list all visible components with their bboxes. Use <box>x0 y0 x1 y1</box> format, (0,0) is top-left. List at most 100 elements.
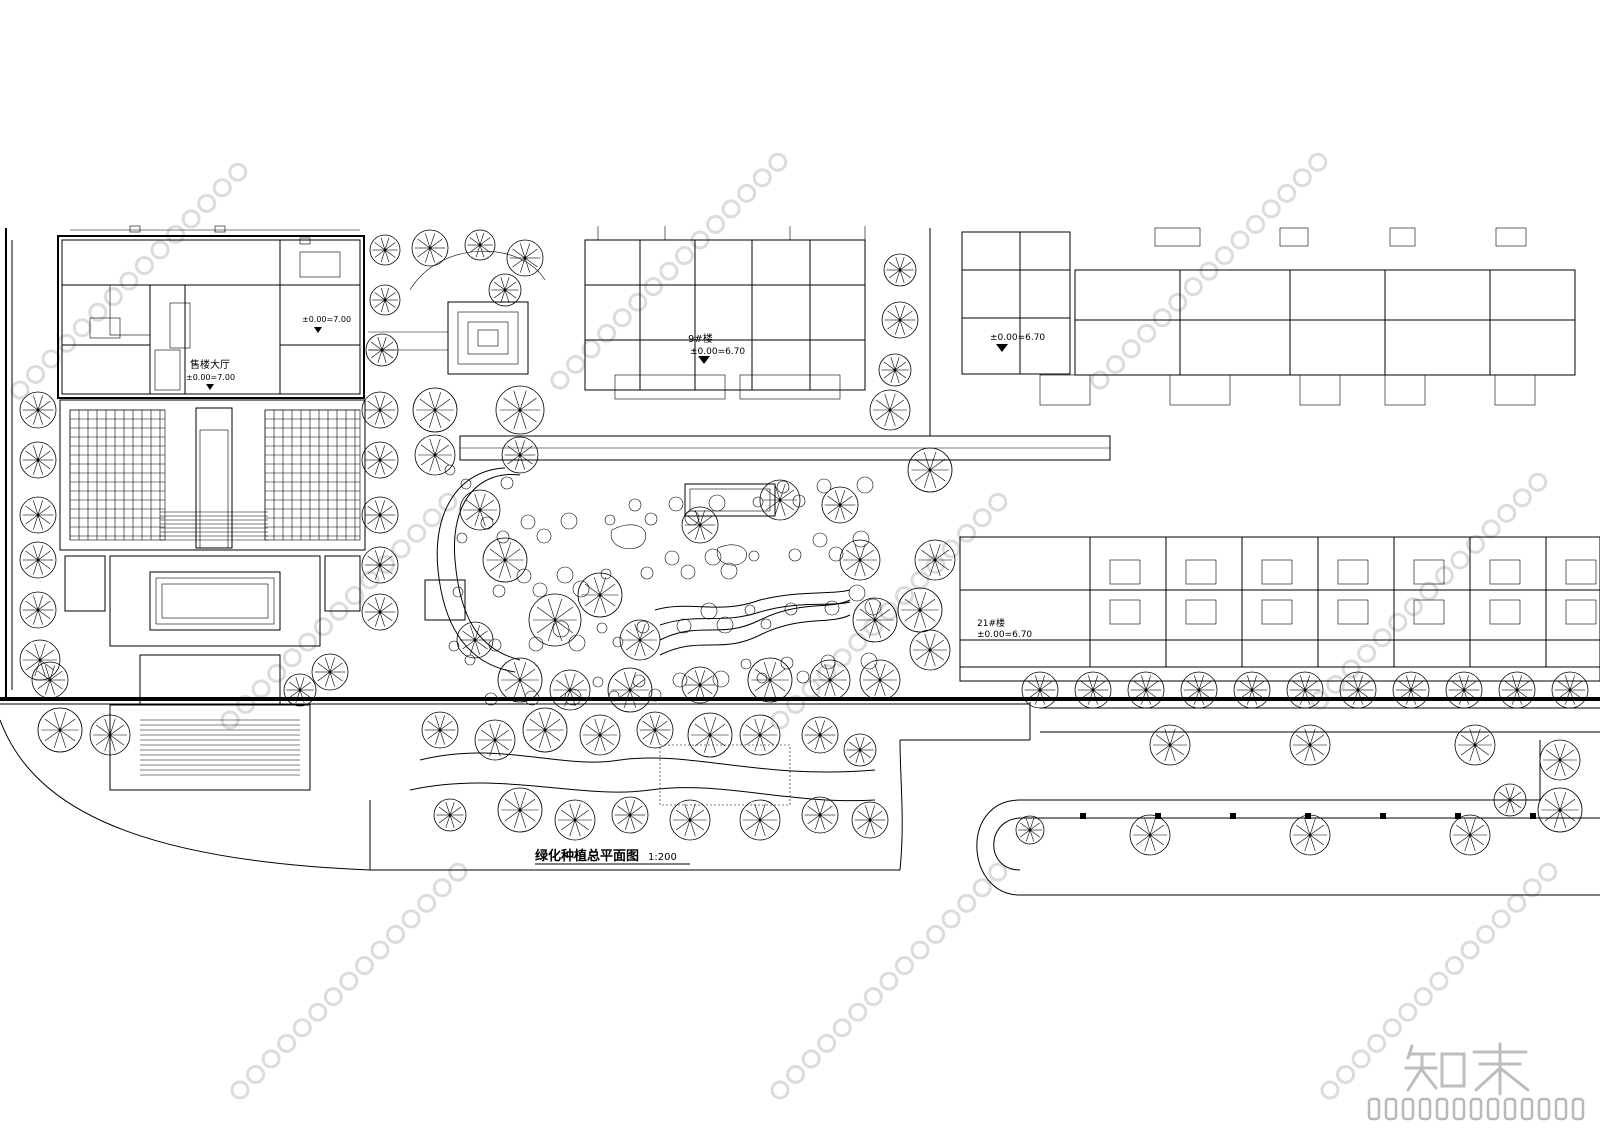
shrub-icon <box>860 652 878 670</box>
tree-icon <box>859 659 901 701</box>
tree-icon <box>1286 671 1324 709</box>
tree-icon <box>1129 814 1171 856</box>
stamp-glyph <box>1418 1097 1432 1121</box>
drawing-scale: 1:200 <box>648 852 677 863</box>
tree-icon <box>852 597 898 643</box>
shrub-icon <box>784 602 798 616</box>
shrub-icon <box>756 672 768 684</box>
hall-right-elevation: ±0.00=7.00 <box>302 315 351 324</box>
shrub-icon <box>496 530 510 544</box>
shrub-icon <box>604 514 616 526</box>
tree-icon <box>31 661 69 699</box>
shrub-icon <box>744 604 756 616</box>
building-9-elevation: ±0.00=6.70 <box>690 347 745 357</box>
tree-icon <box>687 712 733 758</box>
tree-icon <box>619 619 661 661</box>
elevation-marker-icon <box>996 344 1008 352</box>
tree-icon <box>869 389 911 431</box>
tree-icon <box>497 787 543 833</box>
tree-icon <box>1015 815 1045 845</box>
shrub-icon <box>452 586 464 598</box>
stamp-glyph <box>1401 1097 1415 1121</box>
shrub-icon <box>820 654 836 670</box>
shrub-icon <box>520 514 536 530</box>
shrub-icon <box>492 584 506 598</box>
tree-icon <box>579 714 621 756</box>
paving-grid-right <box>264 409 360 540</box>
shrub-icon <box>488 638 502 652</box>
shrub-icon <box>776 480 790 494</box>
tree-icon <box>361 546 399 584</box>
tree-icon <box>801 716 839 754</box>
sales-hall-elevation: ±0.00=7.00 <box>186 373 235 382</box>
tree-icon <box>1180 671 1218 709</box>
shrub-icon <box>856 476 874 494</box>
tree-icon <box>456 621 494 659</box>
tree-icon <box>495 385 545 435</box>
tree-icon <box>851 801 889 839</box>
tree-icon <box>549 669 591 711</box>
watermark-mark <box>1090 152 1328 390</box>
tree-icon <box>501 436 539 474</box>
tree-icon <box>839 539 881 581</box>
shrub-icon <box>828 546 844 562</box>
shrub-icon <box>640 566 654 580</box>
shrub-icon <box>864 598 882 616</box>
building-9-label: 9#楼 <box>688 332 713 345</box>
tree-icon <box>577 572 623 618</box>
pavilion <box>368 250 546 375</box>
tree-icon <box>283 673 317 707</box>
tree-icon <box>19 391 57 429</box>
bollard-icon <box>1155 813 1161 819</box>
tree-icon <box>497 657 543 703</box>
main-road-line <box>0 697 1600 705</box>
shrub-icon <box>516 568 532 584</box>
tree-icon <box>636 711 674 749</box>
shrub-icon <box>748 550 760 562</box>
tree-icon <box>528 593 582 647</box>
shrub-icon <box>592 676 604 688</box>
tree-icon <box>1537 787 1583 833</box>
tree-icon <box>412 387 458 433</box>
tree-icon <box>506 239 544 277</box>
building-9 <box>584 226 866 400</box>
shrub-icon <box>708 494 726 512</box>
site-boundary <box>0 228 1600 896</box>
tree-icon <box>433 798 467 832</box>
villa-row-upper <box>929 227 1576 436</box>
watermark-mark <box>220 492 458 730</box>
tree-icon <box>361 441 399 479</box>
shrub-icon <box>676 618 692 634</box>
shrub-icon <box>672 672 688 688</box>
tree-icon <box>907 447 953 493</box>
shrub-icon <box>760 618 772 630</box>
shrub-icon <box>684 510 700 526</box>
shrub-icon <box>720 562 738 580</box>
tree-icon <box>1021 671 1059 709</box>
tree-icon <box>19 496 57 534</box>
shrub-icon <box>608 690 620 702</box>
shrub-icon <box>852 530 870 548</box>
entrance-plaza <box>59 399 366 791</box>
shrub-icon <box>788 548 802 562</box>
tree-icon <box>681 506 719 544</box>
shrub-icon <box>456 532 468 544</box>
shrub-icon <box>792 494 806 508</box>
tree-icon <box>1339 671 1377 709</box>
shrub-icon <box>848 584 866 602</box>
entry-steps <box>160 511 268 541</box>
tree-icon <box>37 707 83 753</box>
tree-icon <box>1289 724 1331 766</box>
drawing-title: 绿化种植总平面图 <box>535 848 639 864</box>
shrub-icon <box>644 512 658 526</box>
shrub-icon <box>740 658 752 670</box>
tree-icon <box>883 253 917 287</box>
tree-icon <box>909 629 951 671</box>
tree-icon <box>19 591 57 629</box>
shrub-icon <box>528 636 544 652</box>
stamp-glyph <box>1503 1097 1517 1121</box>
shrub-icon <box>664 550 680 566</box>
tree-icon <box>361 496 399 534</box>
tree-icon <box>488 273 522 307</box>
